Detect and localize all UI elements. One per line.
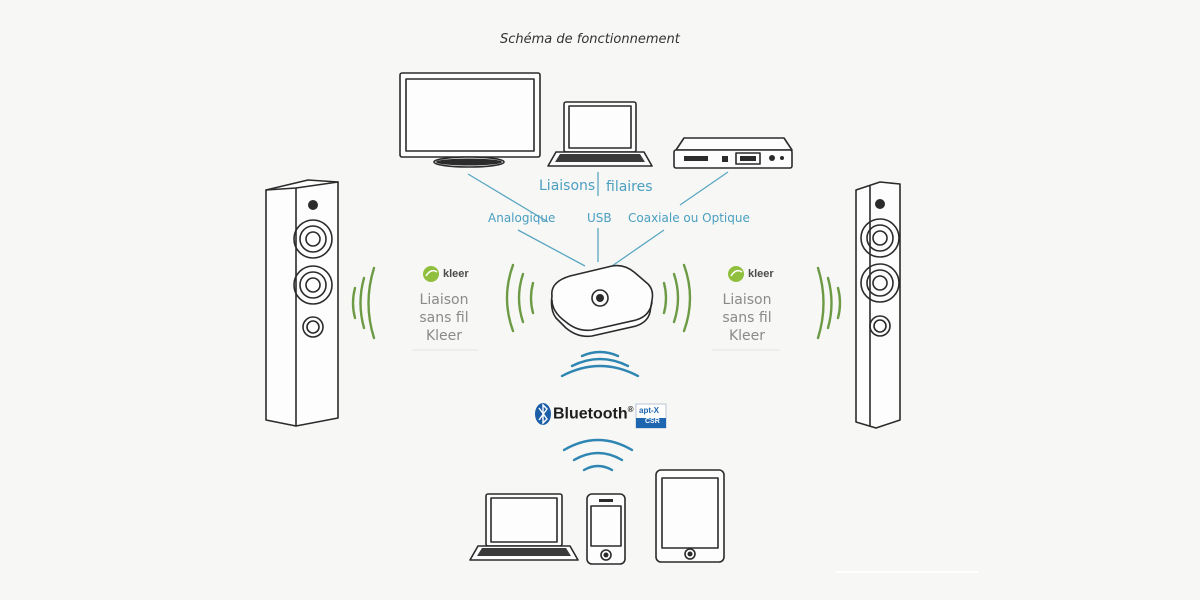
wired-coax-label: Coaxiale ou Optique bbox=[628, 211, 750, 225]
kleer-line: sans fil bbox=[722, 310, 772, 326]
kleer-line: Liaison bbox=[419, 292, 469, 308]
kleer-waves-hub-right bbox=[662, 263, 692, 333]
tablet-icon bbox=[655, 469, 725, 563]
bluetooth-reg: ® bbox=[627, 405, 634, 414]
tv-icon bbox=[399, 72, 541, 168]
bluetooth-waves-devices bbox=[562, 438, 634, 472]
bluetooth-waves-hub bbox=[560, 350, 640, 378]
wired-lines bbox=[467, 171, 729, 267]
aptx-badge-icon bbox=[635, 403, 667, 429]
wired-usb-label: USB bbox=[587, 211, 612, 225]
csr-label: CSR bbox=[645, 418, 660, 425]
wired-analog-label: Analogique bbox=[488, 211, 556, 225]
kleer-waves-left bbox=[351, 266, 376, 340]
wired-heading-right: filaires bbox=[606, 179, 653, 195]
bluetooth-icon bbox=[535, 403, 551, 425]
kleer-logo-icon-left bbox=[423, 266, 439, 282]
kleer-line: sans fil bbox=[419, 310, 469, 326]
bluetooth-wordmark: Bluetooth® bbox=[553, 405, 634, 423]
diagram-title: Schéma de fonctionnement bbox=[500, 32, 680, 47]
kleer-logo-left: kleer bbox=[443, 268, 469, 280]
speaker-left-icon bbox=[265, 179, 339, 427]
kleer-line: Liaison bbox=[722, 292, 772, 308]
hub-icon bbox=[550, 264, 654, 338]
kleer-line: Kleer bbox=[425, 328, 463, 344]
aptx-label: apt-X bbox=[639, 406, 659, 415]
phone-icon bbox=[586, 493, 626, 565]
kleer-logo-icon-right bbox=[728, 266, 744, 282]
receiver-icon bbox=[673, 137, 793, 169]
bluetooth-word: Bluetooth bbox=[553, 405, 628, 423]
kleer-waves-hub-left bbox=[505, 263, 535, 333]
laptop-icon bbox=[547, 101, 653, 167]
kleer-text-right: Liaison sans fil Kleer bbox=[702, 291, 792, 345]
kleer-logo-right: kleer bbox=[748, 268, 774, 280]
kleer-text-left: Liaison sans fil Kleer bbox=[399, 291, 489, 345]
kleer-line: Kleer bbox=[728, 328, 766, 344]
laptop-bottom-icon bbox=[469, 493, 579, 561]
kleer-waves-right bbox=[816, 266, 842, 340]
speaker-right-icon bbox=[855, 181, 901, 429]
wired-heading-left: Liaisons bbox=[539, 178, 596, 194]
